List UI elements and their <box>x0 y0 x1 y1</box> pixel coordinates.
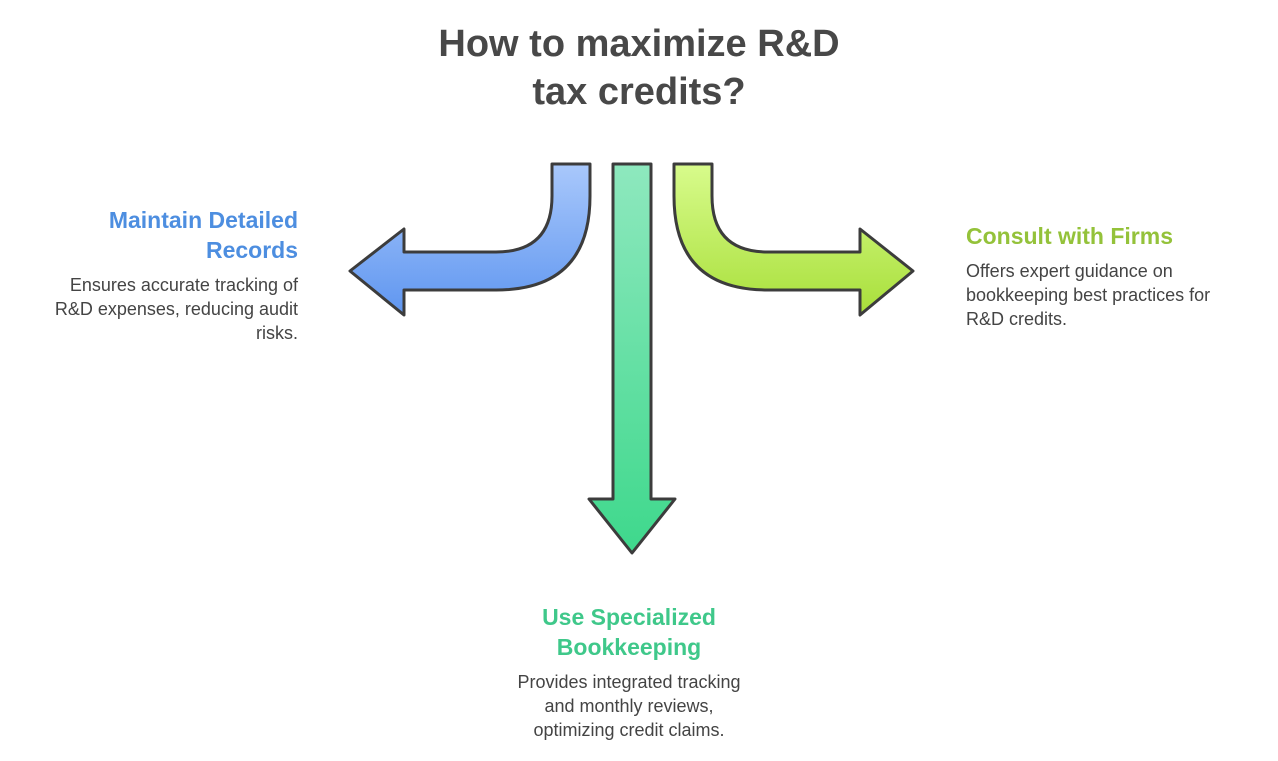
title-line-2: tax credits? <box>532 71 746 113</box>
diagram-title: How to maximize R&D tax credits? <box>339 20 939 116</box>
description-line: optimizing credit claims. <box>533 720 725 740</box>
branch-description: Offers expert guidance on bookkeeping be… <box>966 259 1266 331</box>
heading-line: Bookkeeping <box>556 634 702 660</box>
branch-heading: Maintain Detailed Records <box>20 205 298 265</box>
branch-heading: Use Specialized Bookkeeping <box>459 602 799 662</box>
heading-line: Records <box>205 237 298 263</box>
description-line: risks. <box>256 323 298 343</box>
description-line: Ensures accurate tracking of <box>69 275 298 295</box>
heading-line: Maintain Detailed <box>108 207 298 233</box>
right-arrow <box>672 162 915 317</box>
heading-line: Use Specialized <box>542 604 716 630</box>
branch-description: Ensures accurate tracking of R&D expense… <box>20 273 298 345</box>
description-line: bookkeeping best practices for <box>966 285 1211 305</box>
branch-consult-with-firms: Consult with Firms Offers expert guidanc… <box>966 221 1266 331</box>
branch-heading: Consult with Firms <box>966 221 1266 251</box>
heading-line: Consult with Firms <box>966 223 1173 249</box>
branch-description: Provides integrated tracking and monthly… <box>459 670 799 742</box>
title-line-1: How to maximize R&D <box>438 23 840 65</box>
down-arrow <box>587 162 677 555</box>
left-arrow <box>348 162 592 317</box>
branch-maintain-detailed-records: Maintain Detailed Records Ensures accura… <box>20 205 298 345</box>
description-line: R&D expenses, reducing audit <box>54 299 298 319</box>
branch-use-specialized-bookkeeping: Use Specialized Bookkeeping Provides int… <box>459 602 799 742</box>
description-line: Provides integrated tracking <box>517 672 741 692</box>
description-line: Offers expert guidance on <box>966 261 1173 281</box>
description-line: R&D credits. <box>966 309 1068 329</box>
description-line: and monthly reviews, <box>544 696 714 716</box>
